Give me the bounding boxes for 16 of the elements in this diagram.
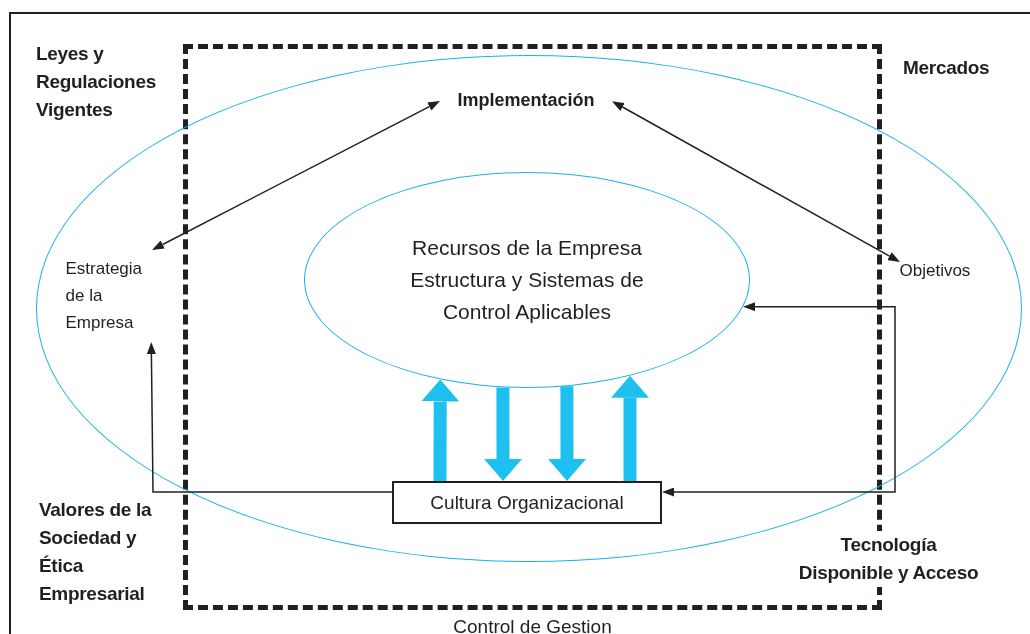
arrow [662,477,896,497]
arrow [152,101,440,250]
process-box [392,481,662,524]
node-label: Objetivos [899,255,1000,286]
block-arrow [421,379,460,482]
block-arrow [611,375,649,481]
node-label: Implementación [440,86,612,114]
boundary-title: Control de Gestion [452,615,613,634]
node-label: Cultura Organizacional [430,490,624,515]
arrow [146,342,393,493]
node-label: Recursos de la Empresa Estructura y Sistemas de Control Aplicables [409,235,645,325]
block-arrow [484,387,522,481]
arrow [612,101,900,262]
arrow [743,302,896,480]
node-label: Estrategia de la Empresa [65,249,152,342]
block-arrow [548,386,586,481]
